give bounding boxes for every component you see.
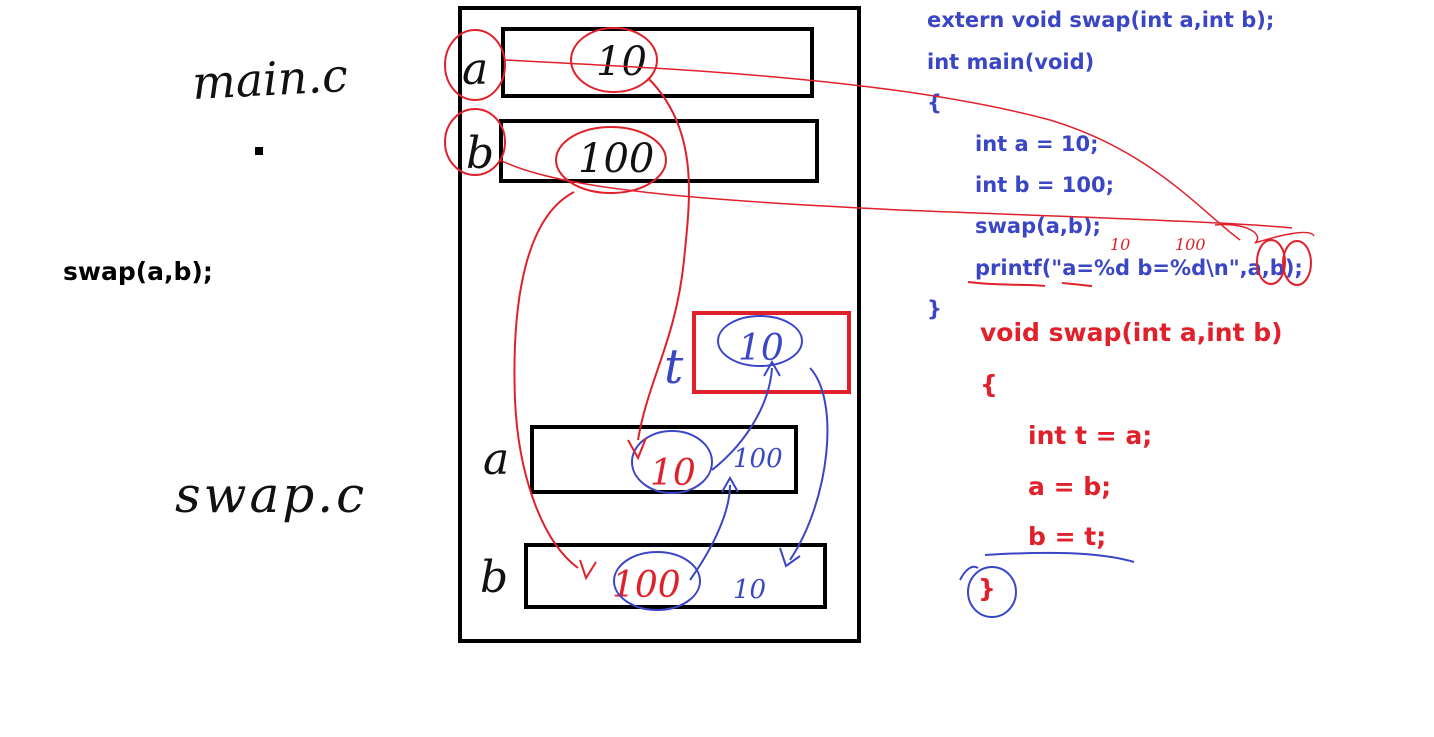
main-code-line-8: } [927,297,942,321]
swap-code-line-3: int t = a; [1028,421,1153,450]
main-b-value: 100 [578,136,654,182]
circle-swap-b-value [613,551,701,611]
arrow-main-b-to-swap-b [513,191,579,569]
main-code-line-2: int main(void) [927,50,1095,74]
swap-b-new-value: 10 [733,575,766,605]
line-main-a-to-printf [504,59,1241,241]
main-code-line-6: swap(a,b); [975,214,1101,238]
circle-swap-close-brace [967,566,1017,618]
swap-a-label: a [483,434,509,485]
arrow-swap-a-to-t [711,367,773,471]
main-code-line-4: int a = 10; [975,132,1099,156]
swap-b-label: b [480,552,508,603]
arrow-swap-b-to-a [689,484,731,581]
circle-swap-a-value [631,430,713,494]
circle-main-b-value [555,126,667,194]
underline-swap-end [984,551,1135,563]
printf-annotation-a: 10 [1110,235,1130,254]
swap-a-new-value: 100 [733,444,783,474]
swap-call-text: swap(a,b); [63,257,213,286]
temp-t-value: 10 [738,328,784,369]
printf-annotation-b: 100 [1175,235,1206,254]
temp-t-label: t [664,339,684,395]
dot-marker [255,147,263,155]
main-code-line-1: extern void swap(int a,int b); [927,8,1275,32]
swap-b-old-value: 100 [612,565,681,606]
circle-main-b-label [444,108,506,176]
swap-code-line-6: } [978,574,996,603]
main-code-line-5: int b = 100; [975,173,1114,197]
swap-file-label: swap.c [175,466,368,524]
arrow-main-a-to-swap-a [637,77,690,441]
main-code-line-7: printf("a=%d b=%d\n",a,b); [975,256,1303,280]
main-a-label: a [462,44,488,95]
main-a-value: 10 [596,39,647,85]
swap-a-old-value: 10 [650,453,696,494]
arrow-t-to-swap-b [789,367,829,561]
circle-printf-b [1282,240,1312,286]
main-b-box [499,119,819,183]
underline-printf [967,281,1093,287]
swap-code-line-2: { [980,370,998,399]
swap-code-line-1: void swap(int a,int b) [980,318,1283,347]
temp-t-box [692,311,851,394]
circle-main-a-label [444,29,506,101]
line-main-b-to-printf [499,159,1293,229]
stack-frame [458,6,861,643]
main-a-box [501,27,814,98]
swap-code-line-5: b = t; [1028,522,1107,551]
swap-code-line-4: a = b; [1028,472,1112,501]
circle-main-a-value [570,27,658,93]
circle-temp-t-value [717,315,803,367]
circle-printf-a [1256,239,1286,285]
